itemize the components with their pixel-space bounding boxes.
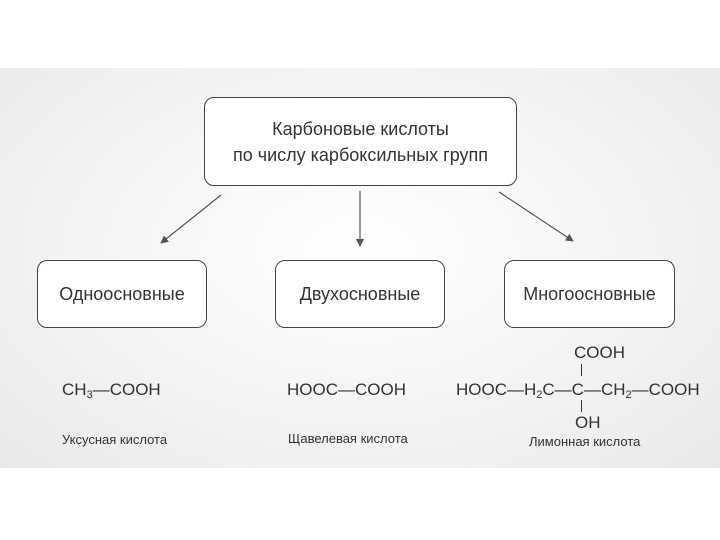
citric-acid-name: Лимонная кислота (529, 434, 641, 449)
arrow-to-monobasic (160, 194, 222, 244)
category-box-monobasic: Одноосновные (37, 260, 207, 328)
category-box-polybasic: Многоосновные (504, 260, 675, 328)
citric-bond-bottom (581, 400, 582, 412)
oxalic-acid-formula: HOOC—COOH (287, 380, 406, 399)
citric-bond-top (581, 364, 582, 376)
acetic-acid-formula: CH3—COOH (62, 380, 161, 401)
citric-acid-top-cooh: COOH (574, 343, 625, 362)
category-box-dibasic: Двухосновные (275, 260, 445, 328)
category-label-polybasic: Многоосновные (523, 283, 656, 304)
citric-acid-oh: OH (575, 413, 601, 432)
arrow-to-polybasic (498, 191, 574, 242)
acetic-acid-name: Уксусная кислота (62, 432, 168, 447)
oxalic-acid-name: Щавелевая кислота (288, 431, 408, 446)
category-label-monobasic: Одноосновные (59, 283, 185, 304)
root-title-line1: Карбоновые кислоты (272, 118, 449, 139)
root-title-line2: по числу карбоксильных групп (232, 144, 489, 165)
category-label-dibasic: Двухосновные (299, 283, 421, 304)
root-box-carboxylic-acids: Карбоновые кислоты по числу карбоксильны… (204, 97, 517, 186)
citric-acid-formula: HOOC—H2C—C—CH2—COOH (456, 380, 700, 401)
